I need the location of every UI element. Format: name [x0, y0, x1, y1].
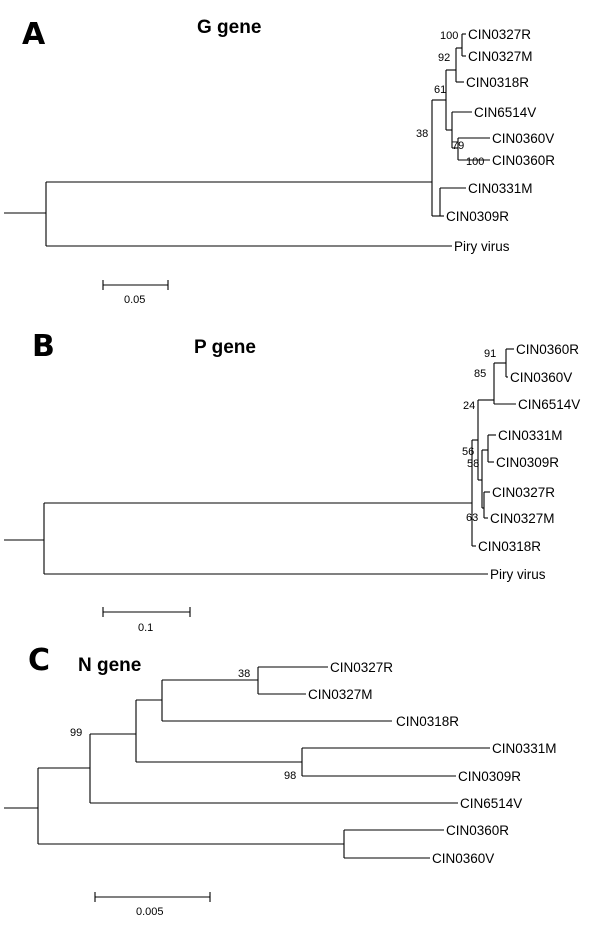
leaf-label: CIN0318R: [478, 539, 541, 554]
leaf-label: CIN0360V: [510, 370, 572, 385]
panel-a-scale-bar: [102, 280, 169, 290]
bootstrap-value: 61: [434, 84, 446, 96]
panel-b-scale-label: 0.1: [138, 622, 153, 634]
bootstrap-value: 91: [484, 348, 496, 360]
bootstrap-value: 63: [466, 512, 478, 524]
panel-c-scale-label: 0.005: [136, 906, 164, 918]
panel-c-scale-bar: [94, 892, 211, 902]
panel-c-letter: C: [28, 643, 50, 678]
panel-c-title: N gene: [78, 655, 141, 676]
leaf-label: CIN0309R: [446, 209, 509, 224]
leaf-label: CIN0331M: [468, 181, 533, 196]
leaf-label: CIN0318R: [466, 75, 529, 90]
leaf-label: CIN0360V: [432, 851, 494, 866]
bootstrap-value: 98: [284, 770, 296, 782]
leaf-label: CIN0327R: [468, 27, 531, 42]
panel-a: A G gene: [4, 17, 555, 306]
panel-b: B P gene: [4, 329, 580, 634]
bootstrap-value: 38: [238, 668, 250, 680]
panel-a-letter: A: [22, 17, 46, 52]
bootstrap-value: 58: [467, 458, 479, 470]
panel-a-scale-label: 0.05: [124, 294, 145, 306]
panel-c: C N gene: [4, 643, 557, 918]
bootstrap-value: 24: [463, 400, 475, 412]
leaf-label: CIN0331M: [492, 741, 557, 756]
panel-a-title: G gene: [197, 17, 261, 38]
panel-c-tree: [4, 666, 490, 859]
bootstrap-value: 99: [70, 727, 82, 739]
panel-b-title: P gene: [194, 337, 256, 358]
leaf-label: CIN0327M: [308, 687, 373, 702]
panel-b-letter: B: [32, 329, 55, 364]
bootstrap-value: 56: [462, 446, 474, 458]
bootstrap-value: 100: [466, 156, 484, 168]
leaf-label: CIN0309R: [458, 769, 521, 784]
leaf-label: CIN0327R: [492, 485, 555, 500]
bootstrap-value: 38: [416, 128, 428, 140]
leaf-label: CIN0360R: [446, 823, 509, 838]
panel-b-scale-bar: [102, 607, 191, 617]
leaf-label: CIN0360V: [492, 131, 554, 146]
leaf-label: CIN6514V: [460, 796, 522, 811]
leaf-label: CIN6514V: [474, 105, 536, 120]
leaf-label: CIN0360R: [492, 153, 555, 168]
leaf-label: Piry virus: [490, 567, 546, 582]
bootstrap-value: 79: [452, 140, 464, 152]
leaf-label: CIN0309R: [496, 455, 559, 470]
bootstrap-value: 85: [474, 368, 486, 380]
leaf-label: CIN0327M: [468, 49, 533, 64]
panel-a-tree: [4, 33, 490, 247]
leaf-label: CIN0318R: [396, 714, 459, 729]
leaf-label: CIN6514V: [518, 397, 580, 412]
leaf-label: Piry virus: [454, 239, 510, 254]
leaf-label: CIN0327M: [490, 511, 555, 526]
leaf-label: CIN0331M: [498, 428, 563, 443]
leaf-label: CIN0327R: [330, 660, 393, 675]
bootstrap-value: 100: [440, 30, 458, 42]
leaf-label: CIN0360R: [516, 342, 579, 357]
panel-b-tree: [4, 348, 516, 575]
bootstrap-value: 92: [438, 52, 450, 64]
